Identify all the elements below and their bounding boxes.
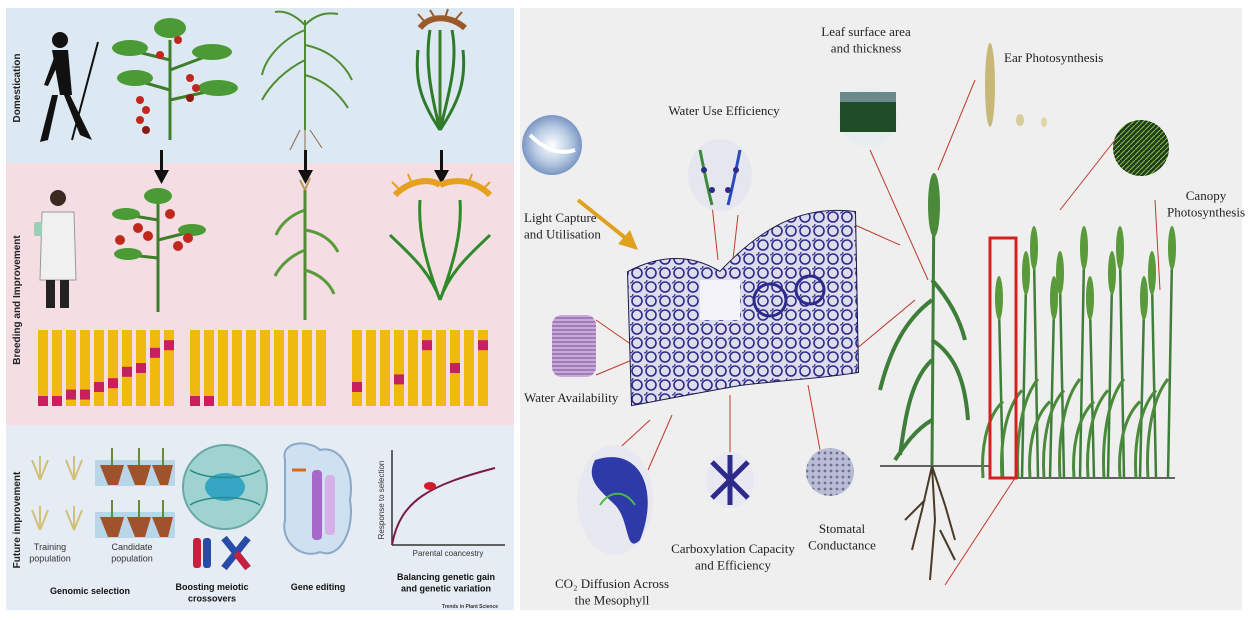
candidate-population-label: Candidatepopulation bbox=[111, 542, 153, 563]
domestication-band bbox=[6, 8, 514, 163]
favourable-allele-segment bbox=[478, 340, 488, 350]
genotype-bar bbox=[302, 330, 312, 406]
genomic-selection-label: Genomic selection bbox=[50, 586, 130, 596]
genotype-bar bbox=[366, 330, 376, 406]
wheat-ear bbox=[1148, 251, 1156, 295]
stomatal-surface-icon bbox=[806, 448, 854, 496]
favourable-allele-segment bbox=[66, 390, 76, 400]
favourable-allele-segment bbox=[422, 340, 432, 350]
wheat-ear bbox=[1080, 226, 1088, 270]
rubisco-icon bbox=[706, 452, 754, 508]
row-label-breeding: Breeding and Improvement bbox=[12, 235, 23, 365]
favourable-allele-segment bbox=[190, 396, 200, 406]
balancing-label: Balancing genetic gainand genetic variat… bbox=[397, 572, 495, 593]
leaf-surface-icon bbox=[838, 87, 898, 147]
wheat-ear bbox=[1168, 226, 1176, 270]
xylem-vessel-icon bbox=[552, 315, 596, 377]
favourable-allele-segment bbox=[136, 363, 146, 373]
genotype-bar bbox=[246, 330, 256, 406]
genotype-bar bbox=[190, 330, 200, 406]
favourable-allele-segment bbox=[164, 340, 174, 350]
genotype-bar bbox=[408, 330, 418, 406]
wheat-ear bbox=[1140, 276, 1148, 320]
genotype-bar bbox=[108, 330, 118, 406]
favourable-allele-segment bbox=[394, 374, 404, 384]
favourable-allele-segment bbox=[352, 382, 362, 392]
water-availability-label: Water Availability bbox=[524, 390, 619, 405]
graph-y-axis-label: Response to selection bbox=[377, 461, 386, 540]
journal-footer: Trends in Plant Science bbox=[442, 604, 498, 610]
wheat-ear bbox=[1116, 226, 1124, 270]
right-panel-photosynthesis-figure: Light Captureand Utilisation Water Use E… bbox=[520, 8, 1245, 610]
favourable-allele-segment bbox=[38, 396, 48, 406]
genotype-bar bbox=[260, 330, 270, 406]
genotype-bar bbox=[288, 330, 298, 406]
genotype-bar bbox=[94, 330, 104, 406]
wheat-ear bbox=[1108, 251, 1116, 295]
row-label-future: Future improvement bbox=[12, 471, 23, 568]
genotype-bar bbox=[316, 330, 326, 406]
genotype-bar bbox=[232, 330, 242, 406]
genotype-bar bbox=[436, 330, 446, 406]
optimum-point bbox=[424, 482, 436, 490]
genotype-bar bbox=[380, 330, 390, 406]
wheat-ear bbox=[995, 276, 1003, 320]
genotype-bar bbox=[150, 330, 160, 406]
ear-photosynthesis-label: Ear Photosynthesis bbox=[1004, 50, 1103, 65]
light-capture-label: Light Captureand Utilisation bbox=[524, 210, 601, 241]
graph-x-axis-label: Parental coancestry bbox=[413, 549, 484, 558]
favourable-allele-segment bbox=[150, 348, 160, 358]
genotype-bar bbox=[394, 330, 404, 406]
genotype-bar bbox=[38, 330, 48, 406]
genotype-bar bbox=[274, 330, 284, 406]
favourable-allele-segment bbox=[450, 363, 460, 373]
favourable-allele-segment bbox=[52, 396, 62, 406]
genotype-bar bbox=[464, 330, 474, 406]
genotype-bar bbox=[52, 330, 62, 406]
wheat-ear bbox=[1086, 276, 1094, 320]
genotype-bar bbox=[352, 330, 362, 406]
co2-diffusion-icon bbox=[577, 445, 653, 555]
training-population-label: Trainingpopulation bbox=[29, 542, 71, 563]
future-band bbox=[6, 425, 514, 610]
light-capture-icon bbox=[522, 115, 582, 175]
canopy-closeup-icon bbox=[1113, 120, 1169, 176]
left-panel-breeding-figure: Domestication Breeding and Improvement F… bbox=[6, 8, 514, 610]
favourable-allele-segment bbox=[122, 367, 132, 377]
gene-editing-label: Gene editing bbox=[291, 582, 346, 592]
genotype-bar bbox=[204, 330, 214, 406]
stoma-diagram-icon bbox=[688, 139, 752, 211]
favourable-allele-segment bbox=[108, 378, 118, 388]
wheat-ear bbox=[1030, 226, 1038, 270]
row-label-domestication: Domestication bbox=[12, 54, 23, 123]
favourable-allele-segment bbox=[204, 396, 214, 406]
genotype-bar bbox=[218, 330, 228, 406]
wheat-ear bbox=[1022, 251, 1030, 295]
water-use-efficiency-label: Water Use Efficiency bbox=[668, 103, 780, 118]
favourable-allele-segment bbox=[94, 382, 104, 392]
wheat-ear bbox=[1056, 251, 1064, 295]
leaf-surface-label: Leaf surface areaand thickness bbox=[821, 24, 911, 55]
favourable-allele-segment bbox=[80, 390, 90, 400]
